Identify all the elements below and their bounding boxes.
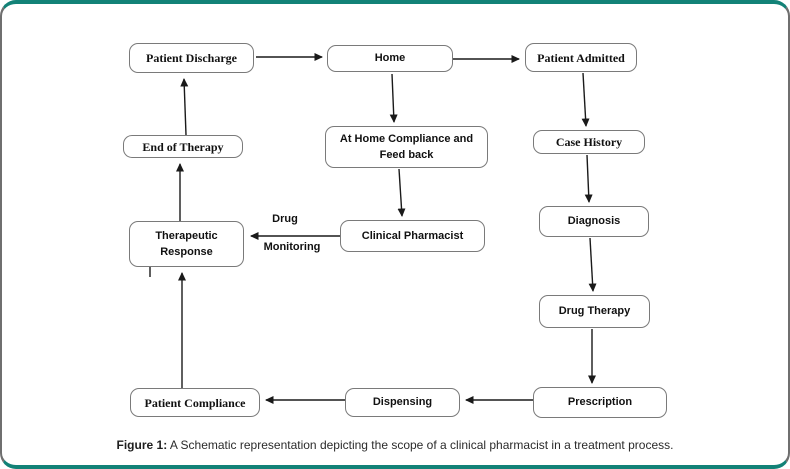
figure-caption-prefix: Figure 1: [116, 438, 168, 452]
node-home: Home [327, 45, 453, 72]
node-patient-discharge: Patient Discharge [129, 43, 254, 73]
node-dispensing: Dispensing [345, 388, 460, 417]
figure-caption: Figure 1: A Schematic representation dep… [0, 438, 790, 452]
node-therapeutic-response: Therapeutic Response [129, 221, 244, 267]
node-at-home-compliance: At Home Compliance and Feed back [325, 126, 488, 168]
edge-label-monitoring: Monitoring [263, 241, 321, 253]
node-patient-compliance: Patient Compliance [130, 388, 260, 417]
node-diagnosis: Diagnosis [539, 206, 649, 237]
node-patient-admitted: Patient Admitted [525, 43, 637, 72]
node-end-of-therapy: End of Therapy [123, 135, 243, 158]
node-clinical-pharmacist: Clinical Pharmacist [340, 220, 485, 252]
node-prescription: Prescription [533, 387, 667, 418]
node-drug-therapy: Drug Therapy [539, 295, 650, 328]
edge-label-drug: Drug [272, 213, 298, 225]
node-case-history: Case History [533, 130, 645, 154]
figure-caption-text: A Schematic representation depicting the… [167, 438, 674, 452]
